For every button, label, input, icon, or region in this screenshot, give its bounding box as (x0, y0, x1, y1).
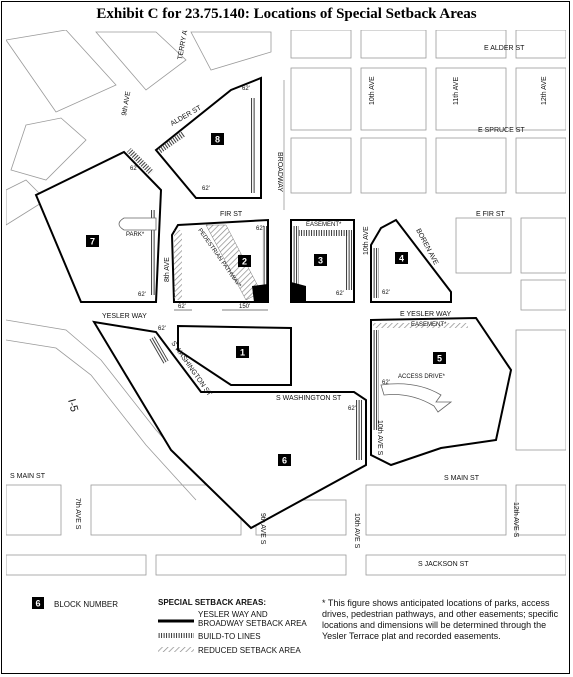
legend-build-to-swatch (158, 633, 194, 638)
block-6: 6 62' 62' (92, 320, 367, 530)
legend-symbols: 6 (32, 597, 194, 652)
street-label-e-alder: E ALDER ST (484, 45, 525, 52)
dimension-label: 62' (130, 166, 138, 172)
block-7: 7 PARK* 62' 62' (34, 147, 163, 303)
block-label: 8 (215, 135, 220, 145)
street-label-9th-ave: 9th AVE (121, 90, 132, 116)
dimension-label: 62' (202, 186, 210, 192)
block-2: 2 PEDESTRIAN PATHWAY* 62' 150' 62' (170, 218, 269, 311)
street-label-12th-ave-s: 12th AVE S (512, 502, 519, 538)
legend-block-number: BLOCK NUMBER (54, 600, 119, 609)
background-street-grid (6, 30, 566, 576)
map-legend: 6 BLOCK NUMBER SPECIAL SETBACK AREAS: YE… (6, 588, 566, 672)
dimension-label: 62' (256, 226, 264, 232)
dimension-label: 62' (178, 304, 186, 310)
dimension-label: 62' (158, 326, 166, 332)
block-label: 3 (318, 256, 323, 266)
easement-label: EASEMENT* (411, 322, 447, 328)
street-label-7th-ave-s: 7th AVE S (74, 498, 81, 530)
legend-block-sample: 6 (35, 599, 40, 609)
block-1: 1 (177, 324, 292, 386)
legend-reduced-swatch (158, 647, 194, 652)
street-label-yesler-way: YESLER WAY (102, 313, 147, 320)
street-label-terry: TERRY AVE (177, 30, 191, 60)
dimension-label: 62' (336, 291, 344, 297)
street-label-10th-ave-s-upper: 10th AVE S (376, 420, 383, 456)
street-label-10th-ave-north: 10th AVE (369, 76, 376, 105)
block-label: 5 (437, 354, 442, 364)
legend-build-to: BUILD-TO LINES (198, 632, 261, 641)
block-label: 2 (242, 257, 247, 267)
legend-reduced: REDUCED SETBACK AREA (198, 646, 301, 655)
block-label: 1 (240, 348, 245, 358)
access-drive-label: ACCESS DRIVE* (398, 374, 446, 380)
site-map: 8 62' 62' 7 PARK* 62' 62' 2 PEDESTRIAN P… (6, 30, 566, 576)
legend-yesler-1: YESLER WAY AND (198, 610, 268, 619)
footnote: * This figure shows anticipated location… (322, 598, 559, 641)
street-label-10th-ave-s: 10th AVE S (353, 513, 360, 549)
street-label-broadway: BROADWAY (276, 152, 283, 192)
street-label-12th-ave: 12th AVE (541, 76, 548, 105)
street-label-e-spruce: E SPRUCE ST (478, 127, 525, 134)
street-label-11th-ave: 11th AVE (453, 77, 460, 105)
dimension-label: 62' (138, 292, 146, 298)
block-label: 6 (282, 456, 287, 466)
block-4: 4 62' (370, 218, 452, 303)
block-3: 3 EASEMENT* 62' (290, 219, 355, 303)
street-label-s-washington: S WASHINGTON ST (276, 395, 342, 402)
figure-title: Exhibit C for 23.75.140: Locations of Sp… (96, 6, 477, 22)
street-label-e-fir: E FIR ST (476, 211, 506, 218)
block-8: 8 62' 62' (154, 76, 262, 199)
legend-heading: SPECIAL SETBACK AREAS: (158, 598, 267, 607)
street-label-9th-ave-s: 9th AVE S (259, 513, 266, 545)
street-label-s-main-east: S MAIN ST (444, 475, 480, 482)
dimension-label: 62' (348, 406, 356, 412)
street-label-fir: FIR ST (220, 211, 243, 218)
block-label: 7 (90, 237, 95, 247)
dimension-label: 62' (382, 290, 390, 296)
street-label-s-jackson: S JACKSON ST (418, 561, 469, 568)
street-label-8th-ave: 8th AVE (164, 257, 171, 282)
park-label: PARK* (126, 232, 145, 238)
legend-yesler-2: BROADWAY SETBACK AREA (198, 619, 307, 628)
dimension-label: 62' (382, 380, 390, 386)
dimension-label: 62' (242, 86, 250, 92)
street-label-e-yesler-way: E YESLER WAY (400, 311, 452, 318)
street-label-10th-ave-mid: 10th AVE (363, 226, 370, 255)
block-label: 4 (399, 254, 404, 264)
street-label-s-main-west: S MAIN ST (10, 473, 46, 480)
block-5: 5 EASEMENT* ACCESS DRIVE* 62' (370, 316, 513, 467)
easement-label: EASEMENT* (306, 222, 342, 228)
freeway-label-i5: I-5 (65, 398, 80, 414)
legend-block-swatch (32, 597, 44, 609)
dimension-label: 150' (239, 304, 250, 310)
